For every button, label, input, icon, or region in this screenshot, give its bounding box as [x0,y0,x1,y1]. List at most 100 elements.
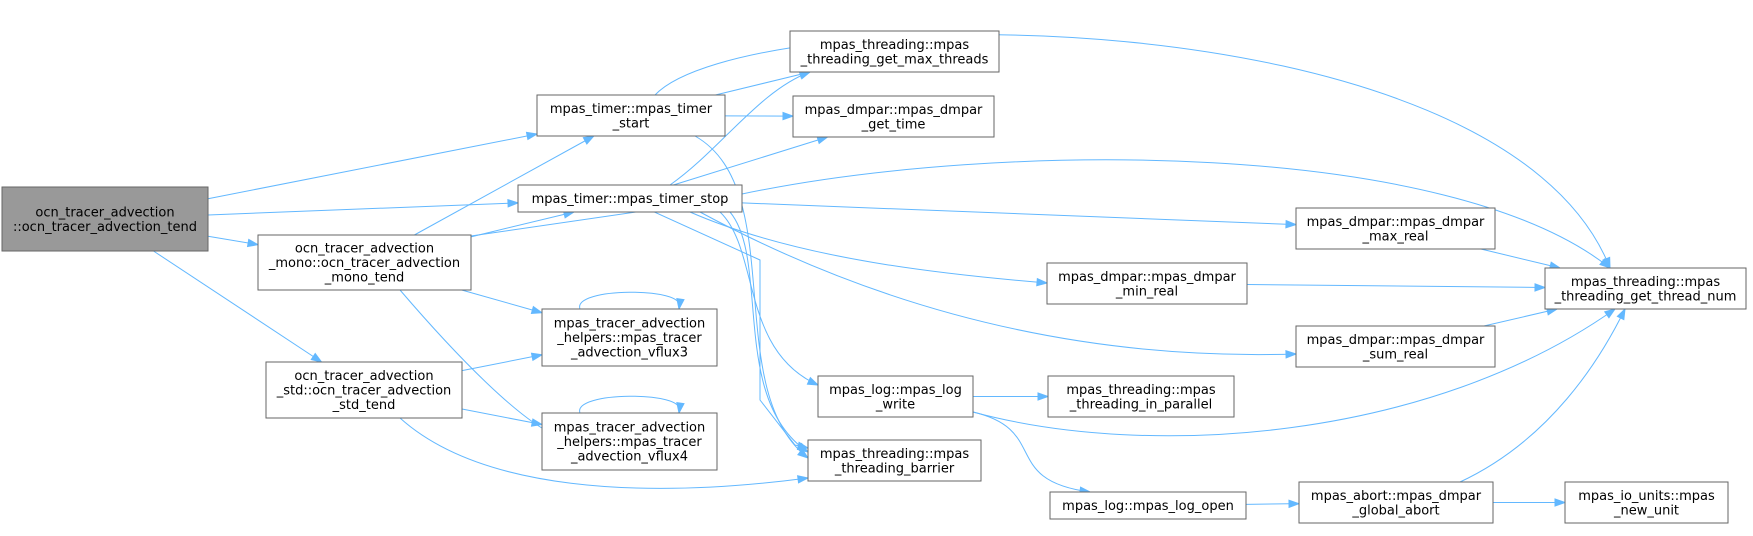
node-box[interactable] [1295,325,1496,368]
node-label-line: mpas_timer::mpas_timer_stop [532,192,729,207]
node-label-line: ocn_tracer_advection [35,205,174,220]
node-box[interactable] [792,95,995,138]
edge-timer-stop-to-barrier-line [729,211,809,453]
node-label-line: _start [612,116,650,131]
node-new-unit[interactable]: mpas_io_units::mpas_new_unit [1564,481,1729,524]
edge-timer-start-to-thread-num-line [654,34,1611,269]
edge-timer-stop-to-log-write [719,211,820,386]
node-box[interactable] [1,186,209,252]
node-box[interactable] [536,94,726,137]
node-timer-start[interactable]: mpas_timer::mpas_timer_start [536,94,726,137]
node-box[interactable] [789,30,1000,73]
edge-mono-tend-to-vflux3-line [461,289,543,314]
node-label-line: _threading_get_max_threads [800,52,989,67]
node-box[interactable] [1564,481,1729,524]
node-std-tend[interactable]: ocn_tracer_advection_std::ocn_tracer_adv… [265,361,463,419]
node-box[interactable] [257,234,472,291]
node-label-line: ocn_tracer_advection [294,369,433,384]
edge-vflux3-to-vflux3-line [579,291,680,310]
node-label-line: _helpers::mpas_tracer [556,331,702,346]
node-box[interactable] [1049,491,1247,520]
edge-mono-tend-to-vflux3-arrowhead [530,305,544,315]
edge-min-real-to-thread-num [1246,283,1547,292]
node-max-real[interactable]: mpas_dmpar::mpas_dmpar_max_real [1295,207,1496,250]
edge-vflux4-to-vflux4-arrowhead [676,401,685,415]
node-thread-num[interactable]: mpas_threading::mpas_threading_get_threa… [1544,267,1747,310]
edge-timer-stop-to-max-real-arrowhead [1285,219,1298,229]
edge-std-tend-to-barrier-line [399,417,809,489]
edge-root-to-timer-start-arrowhead [525,131,539,141]
edge-root-to-std-tend [153,250,323,363]
node-get-max-threads[interactable]: mpas_threading::mpas_threading_get_max_t… [789,30,1000,73]
edge-mono-tend-to-timer-start-line [414,135,595,236]
node-box[interactable] [517,184,743,213]
node-barrier[interactable]: mpas_threading::mpas_threading_barrier [807,439,982,482]
node-vflux3[interactable]: mpas_tracer_advection_helpers::mpas_trac… [541,308,718,367]
edge-mono-tend-to-timer-stop-line [470,211,575,238]
node-label-line: mpas_tracer_advection [554,317,706,332]
node-sum-real[interactable]: mpas_dmpar::mpas_dmpar_sum_real [1295,325,1496,368]
node-box[interactable] [541,308,718,367]
node-box[interactable] [817,375,974,418]
edge-root-to-timer-stop-arrowhead [507,198,520,208]
node-box[interactable] [1295,207,1496,250]
node-timer-stop[interactable]: mpas_timer::mpas_timer_stop [517,184,743,213]
node-log-open[interactable]: mpas_log::mpas_log_open [1049,491,1247,520]
edge-std-tend-to-barrier [399,417,810,489]
edges-layer [153,34,1626,509]
node-box[interactable] [265,361,463,419]
edge-timer-start-to-get-time [724,111,795,121]
edge-mono-tend-to-timer-start [414,135,596,236]
node-box[interactable] [541,412,718,471]
node-label-line: mpas_io_units::mpas [1578,489,1715,504]
node-label-line: ::ocn_tracer_advection_tend [13,220,197,235]
edge-timer-stop-to-thread-num [741,159,1612,269]
edge-std-tend-to-barrier-arrowhead [797,475,810,484]
node-label-line: _std_tend [332,398,396,413]
edge-std-tend-to-vflux4-arrowhead [530,418,544,427]
edge-timer-stop-to-get-time-line [673,136,828,186]
edge-std-tend-to-vflux4 [461,408,544,427]
node-label-line: _advection_vflux4 [570,450,688,465]
node-log-write[interactable]: mpas_log::mpas_log_write [817,375,974,418]
edge-log-write-to-in-parallel-arrowhead [1037,392,1050,401]
edge-timer-stop-to-min-real-arrowhead [1036,277,1049,287]
node-box[interactable] [1047,375,1235,418]
node-box[interactable] [1046,262,1248,305]
node-global-abort[interactable]: mpas_abort::mpas_dmpar_global_abort [1298,481,1494,524]
node-box[interactable] [1298,481,1494,524]
node-get-time[interactable]: mpas_dmpar::mpas_dmpar_get_time [792,95,995,138]
edge-timer-stop-to-max-real [741,202,1298,229]
node-label-line: mpas_threading::mpas [820,38,970,53]
node-label-line: mpas_log::mpas_log [829,383,962,398]
edge-root-to-timer-stop [207,198,520,216]
node-vflux4[interactable]: mpas_tracer_advection_helpers::mpas_trac… [541,412,718,471]
edge-vflux4-to-vflux4-line [579,395,680,414]
node-mono-tend[interactable]: ocn_tracer_advection_mono::ocn_tracer_ad… [257,234,472,291]
edge-timer-stop-to-get-max-threads-arrowhead [798,71,812,80]
node-root[interactable]: ocn_tracer_advection::ocn_tracer_advecti… [1,186,209,252]
node-box[interactable] [1544,267,1747,310]
node-label-line: mpas_threading::mpas [1066,383,1216,398]
edge-timer-stop-to-sum-real [699,211,1298,359]
edge-timer-stop-to-log-write-line [719,211,819,386]
edge-timer-start-to-get-max-threads [715,70,812,96]
edge-global-abort-to-new-unit-arrowhead [1554,498,1567,507]
node-label-line: _threading_in_parallel [1069,397,1212,412]
edge-min-real-to-thread-num-line [1246,284,1546,288]
edge-max-real-to-thread-num [1480,248,1562,270]
node-label-line: mpas_threading::mpas [1571,275,1721,290]
node-label-line: _mono::ocn_tracer_advection [268,256,460,271]
node-box[interactable] [807,439,982,482]
edge-log-open-to-global-abort-arrowhead [1288,499,1301,509]
edge-root-to-mono-tend-arrowhead [246,238,260,248]
edge-timer-start-to-get-time-arrowhead [782,111,795,121]
node-min-real[interactable]: mpas_dmpar::mpas_dmpar_min_real [1046,262,1248,305]
node-label-line: _mono_tend [324,271,404,286]
edge-min-real-to-thread-num-arrowhead [1534,283,1547,292]
edge-sum-real-to-thread-num-line [1483,308,1558,327]
edge-timer-stop-to-log-write-arrowhead [806,376,820,386]
node-in-parallel[interactable]: mpas_threading::mpas_threading_in_parall… [1047,375,1235,418]
edge-root-to-timer-start-line [207,133,538,200]
edge-global-abort-to-thread-num-line [1459,308,1626,483]
